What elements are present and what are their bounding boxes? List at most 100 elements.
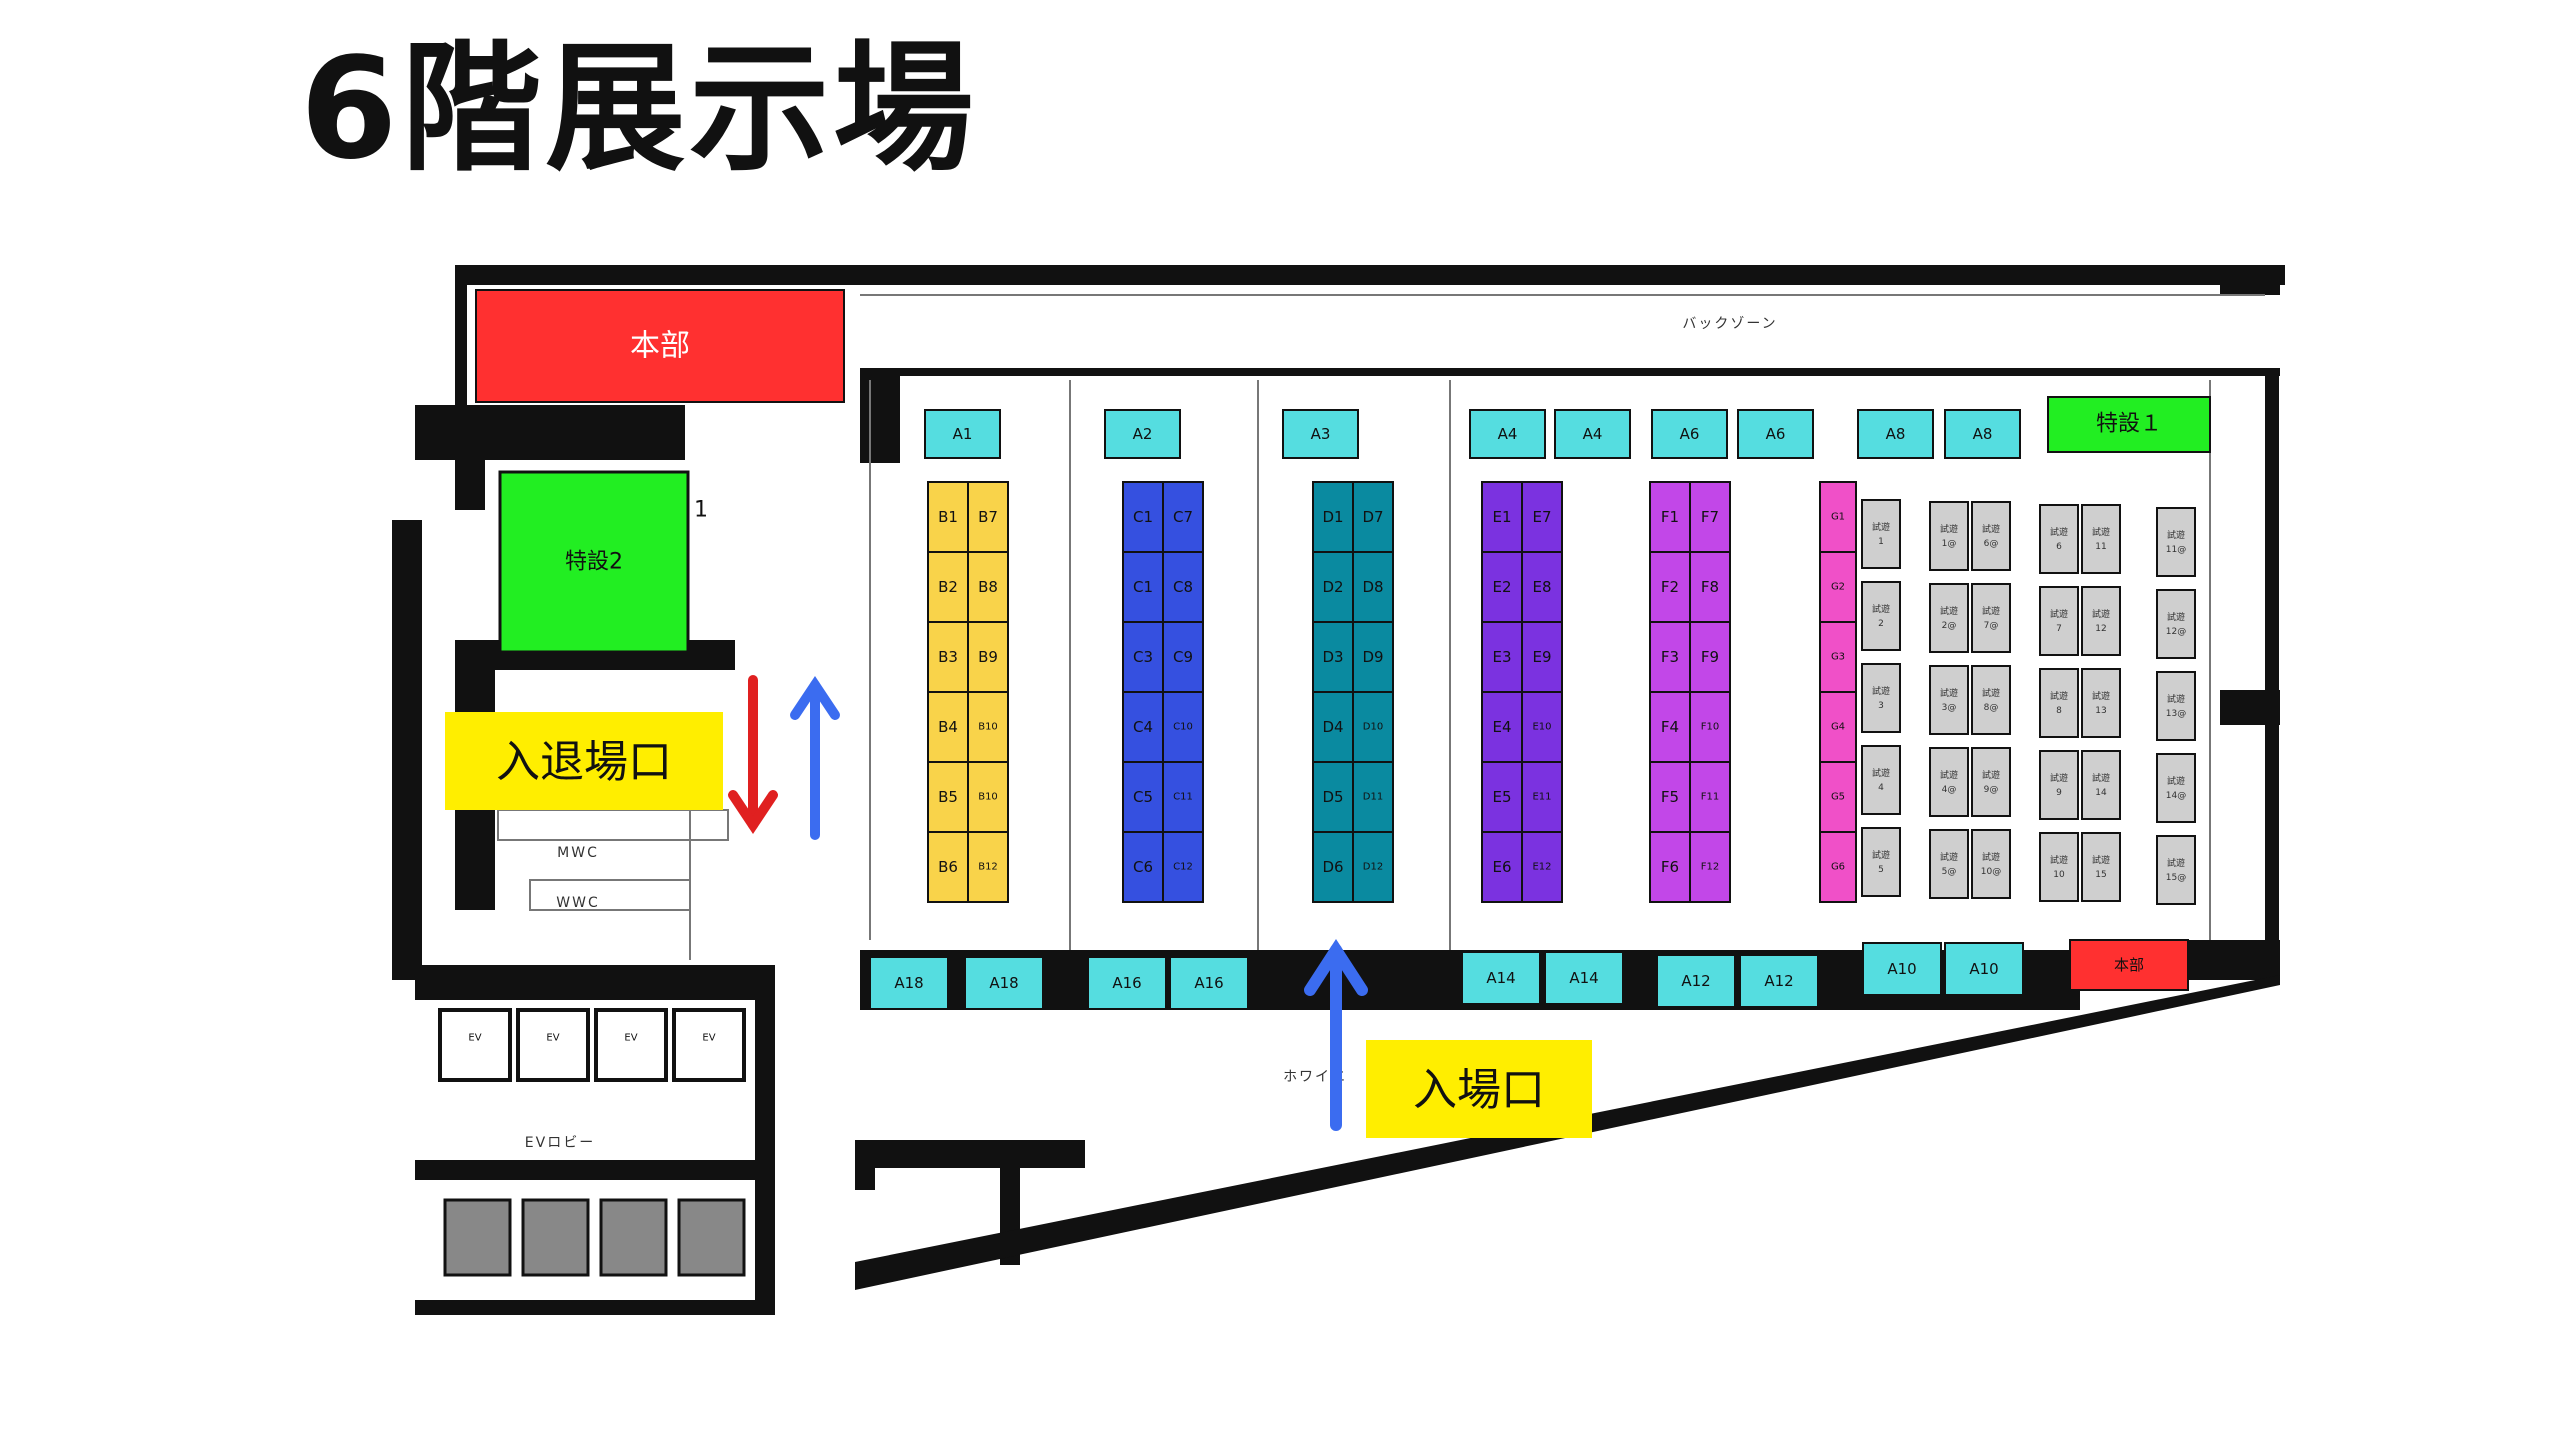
booth-f-8[interactable] [1689, 691, 1731, 763]
booth-e-3[interactable] [1481, 551, 1523, 623]
trial-booth-1-4[interactable] [1861, 745, 1901, 815]
booth-a-bottom-2[interactable] [964, 956, 1044, 1010]
booth-d-9[interactable] [1312, 761, 1354, 833]
booth-c-10[interactable] [1162, 761, 1204, 833]
trial-booth-6-5[interactable] [2156, 835, 2196, 905]
booth-c-3[interactable] [1122, 551, 1164, 623]
trial-booth-3-1[interactable] [1971, 501, 2011, 571]
booth-a-top-5[interactable] [1554, 409, 1631, 459]
booth-a-bottom-1[interactable] [869, 956, 949, 1010]
elevator-4[interactable] [672, 1008, 746, 1082]
booth-g-3[interactable] [1819, 621, 1857, 693]
booth-c-11[interactable] [1122, 831, 1164, 903]
trial-booth-1-3[interactable] [1861, 663, 1901, 733]
trial-booth-4-1[interactable] [2039, 504, 2079, 574]
booth-b-4[interactable] [967, 551, 1009, 623]
booth-a-top-3[interactable] [1282, 409, 1359, 459]
trial-booth-4-4[interactable] [2039, 750, 2079, 820]
trial-booth-3-3[interactable] [1971, 665, 2011, 735]
booth-f-2[interactable] [1689, 481, 1731, 553]
trial-booth-5-5[interactable] [2081, 832, 2121, 902]
booth-g-4[interactable] [1819, 691, 1857, 763]
special1-area[interactable] [2047, 396, 2211, 453]
booth-a-top-6[interactable] [1651, 409, 1728, 459]
trial-booth-2-4[interactable] [1929, 747, 1969, 817]
booth-e-8[interactable] [1521, 691, 1563, 763]
booth-a-top-9[interactable] [1944, 409, 2021, 459]
hq-main-area[interactable] [475, 289, 845, 403]
booth-a-bottom-5[interactable] [1461, 951, 1541, 1005]
elevator-2[interactable] [516, 1008, 590, 1082]
trial-booth-1-5[interactable] [1861, 827, 1901, 897]
trial-booth-4-5[interactable] [2039, 832, 2079, 902]
booth-c-8[interactable] [1162, 691, 1204, 763]
booth-b-3[interactable] [927, 551, 969, 623]
trial-booth-5-2[interactable] [2081, 586, 2121, 656]
trial-booth-2-1[interactable] [1929, 501, 1969, 571]
trial-booth-1-1[interactable] [1861, 499, 1901, 569]
booth-e-5[interactable] [1481, 621, 1523, 693]
booth-e-4[interactable] [1521, 551, 1563, 623]
booth-a-bottom-4[interactable] [1169, 956, 1249, 1010]
trial-booth-4-2[interactable] [2039, 586, 2079, 656]
trial-booth-2-3[interactable] [1929, 665, 1969, 735]
special2-area[interactable] [498, 470, 690, 654]
booth-f-7[interactable] [1649, 691, 1691, 763]
booth-a-bottom-8[interactable] [1739, 954, 1819, 1008]
booth-g-6[interactable] [1819, 831, 1857, 903]
trial-booth-6-1[interactable] [2156, 507, 2196, 577]
booth-a-top-1[interactable] [924, 409, 1001, 459]
booth-f-4[interactable] [1689, 551, 1731, 623]
trial-booth-6-2[interactable] [2156, 589, 2196, 659]
booth-e-6[interactable] [1521, 621, 1563, 693]
booth-f-6[interactable] [1689, 621, 1731, 693]
trial-booth-6-4[interactable] [2156, 753, 2196, 823]
booth-e-12[interactable] [1521, 831, 1563, 903]
booth-b-9[interactable] [927, 761, 969, 833]
booth-f-1[interactable] [1649, 481, 1691, 553]
booth-d-8[interactable] [1352, 691, 1394, 763]
elevator-3[interactable] [594, 1008, 668, 1082]
booth-g-5[interactable] [1819, 761, 1857, 833]
booth-e-10[interactable] [1521, 761, 1563, 833]
booth-a-top-7[interactable] [1737, 409, 1814, 459]
booth-a-bottom-6[interactable] [1544, 951, 1624, 1005]
trial-booth-6-3[interactable] [2156, 671, 2196, 741]
booth-a-top-2[interactable] [1104, 409, 1181, 459]
booth-a-bottom-9[interactable] [1862, 942, 1942, 996]
trial-booth-5-4[interactable] [2081, 750, 2121, 820]
trial-booth-3-2[interactable] [1971, 583, 2011, 653]
trial-booth-2-5[interactable] [1929, 829, 1969, 899]
booth-c-9[interactable] [1122, 761, 1164, 833]
elevator-1[interactable] [438, 1008, 512, 1082]
trial-booth-3-4[interactable] [1971, 747, 2011, 817]
booth-f-12[interactable] [1689, 831, 1731, 903]
booth-f-10[interactable] [1689, 761, 1731, 833]
booth-g-2[interactable] [1819, 551, 1857, 623]
hq-small-area[interactable] [2069, 939, 2189, 991]
booth-c-1[interactable] [1122, 481, 1164, 553]
trial-booth-1-2[interactable] [1861, 581, 1901, 651]
booth-c-4[interactable] [1162, 551, 1204, 623]
booth-f-11[interactable] [1649, 831, 1691, 903]
booth-a-bottom-10[interactable] [1944, 942, 2024, 996]
booth-a-bottom-3[interactable] [1087, 956, 1167, 1010]
booth-d-11[interactable] [1312, 831, 1354, 903]
booth-b-10[interactable] [967, 761, 1009, 833]
booth-d-2[interactable] [1352, 481, 1394, 553]
trial-booth-4-3[interactable] [2039, 668, 2079, 738]
booth-c-5[interactable] [1122, 621, 1164, 693]
booth-e-9[interactable] [1481, 761, 1523, 833]
booth-a-top-8[interactable] [1857, 409, 1934, 459]
trial-booth-5-1[interactable] [2081, 504, 2121, 574]
trial-booth-2-2[interactable] [1929, 583, 1969, 653]
booth-c-12[interactable] [1162, 831, 1204, 903]
booth-a-bottom-7[interactable] [1656, 954, 1736, 1008]
booth-d-7[interactable] [1312, 691, 1354, 763]
booth-a-top-4[interactable] [1469, 409, 1546, 459]
trial-booth-3-5[interactable] [1971, 829, 2011, 899]
booth-c-6[interactable] [1162, 621, 1204, 693]
booth-b-6[interactable] [967, 621, 1009, 693]
booth-d-10[interactable] [1352, 761, 1394, 833]
booth-d-12[interactable] [1352, 831, 1394, 903]
